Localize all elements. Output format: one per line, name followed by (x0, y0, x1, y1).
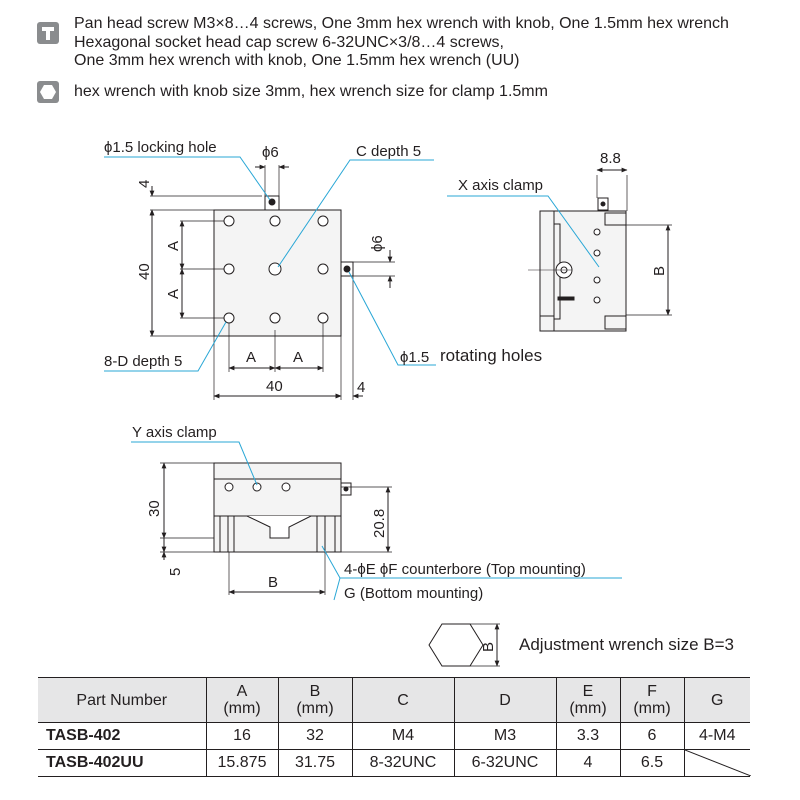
dim-30: 30 (146, 500, 163, 517)
side-view (528, 167, 672, 332)
cell-e: 4 (555, 749, 621, 777)
cell-g-empty (683, 749, 751, 777)
cell-a: 15.875 (205, 749, 279, 777)
header-b: B(mm) (277, 677, 353, 723)
table-row: TASB-402 16 32 M4 M3 3.3 6 4-M4 (38, 722, 750, 750)
header-c: C (351, 677, 455, 723)
dim-5: 5 (167, 568, 184, 576)
adjustment-wrench-label: Adjustment wrench size B=3 (519, 635, 734, 654)
side-dim-b: B (651, 266, 668, 276)
cell-c: M4 (351, 722, 455, 750)
x-clamp-leader (447, 195, 600, 268)
screw-note-line-1: Pan head screw M3×8…4 screws, One 3mm he… (74, 15, 729, 32)
header-f: F(mm) (619, 677, 685, 723)
header-d: D (453, 677, 557, 723)
screw-note-line-3: One 3mm hex wrench with knob, One 1.5mm … (74, 52, 520, 69)
y-clamp-label: Y axis clamp (132, 424, 217, 441)
dim-88: 8.8 (600, 150, 621, 167)
bottom-mount-label: G (Bottom mounting) (344, 585, 483, 602)
top-view-leaders (104, 156, 436, 372)
screw-note: Pan head screw M3×8…4 screws, One 3mm he… (74, 15, 729, 71)
cell-f: 6.5 (619, 749, 685, 777)
dim-a-upper: A (165, 241, 182, 251)
locking-hole-label: ϕ1.5 locking hole (104, 139, 217, 156)
cell-c: 8-32UNC (351, 749, 455, 777)
table-row: TASB-402UU 15.875 31.75 8-32UNC 6-32UNC … (38, 749, 751, 777)
diagonal-line (684, 750, 751, 776)
hex-wrench-icon (37, 81, 59, 103)
header-g: G (683, 677, 750, 723)
counterbore-label: 4-ϕE ϕF counterbore (Top mounting) (344, 561, 586, 578)
hex-wrench-diagram (428, 623, 500, 667)
front-view (160, 462, 392, 595)
dim-40-left: 40 (136, 263, 153, 280)
cell-b: 31.75 (277, 749, 353, 777)
cell-part-number: TASB-402 (38, 722, 207, 750)
front-view-leaders (131, 441, 622, 601)
dim-40-bottom: 40 (266, 378, 283, 395)
top-view (149, 164, 395, 400)
dim-a-lower: A (165, 289, 182, 299)
cell-b: 32 (277, 722, 353, 750)
header-e: E(mm) (555, 677, 621, 723)
dim-a-right-bottom: A (293, 349, 303, 366)
dim-4-top: 4 (136, 180, 153, 188)
header-a: A(mm) (205, 677, 279, 723)
cell-part-number: TASB-402UU (38, 749, 207, 777)
dim-208: 20.8 (371, 509, 388, 538)
d-depth-label: 8-D depth 5 (104, 353, 182, 370)
hex-dim-b: B (480, 642, 497, 652)
cell-d: M3 (453, 722, 557, 750)
c-depth-label: C depth 5 (356, 143, 421, 160)
cell-a: 16 (205, 722, 279, 750)
cell-f: 6 (619, 722, 685, 750)
screw-note-line-2: Hexagonal socket head cap screw 6-32UNC×… (74, 33, 504, 51)
cell-e: 3.3 (555, 722, 621, 750)
phi6-right-label: ϕ6 (369, 235, 386, 252)
dim-a-left-bottom: A (246, 349, 256, 366)
front-dim-b: B (268, 574, 278, 591)
technical-drawing: ϕ1.5 locking hole ϕ6 C depth 5 4 40 A A … (104, 139, 734, 667)
cell-d: 6-32UNC (453, 749, 557, 777)
phi15-rot-label: ϕ1.5 (400, 349, 429, 366)
rotating-holes-label: rotating holes (440, 346, 542, 365)
wrench-note: hex wrench with knob size 3mm, hex wrenc… (74, 83, 548, 100)
screw-icon (37, 22, 59, 44)
header-part-number: Part Number (38, 677, 207, 723)
dim-4-bottom: 4 (357, 379, 365, 396)
table-header-row: Part Number A(mm) B(mm) C D E(mm) F(mm) … (38, 677, 750, 723)
x-clamp-label: X axis clamp (458, 177, 543, 194)
spec-table: Part Number A(mm) B(mm) C D E(mm) F(mm) … (38, 677, 751, 777)
phi6-top-label: ϕ6 (262, 144, 279, 161)
cell-g: 4-M4 (683, 722, 750, 750)
